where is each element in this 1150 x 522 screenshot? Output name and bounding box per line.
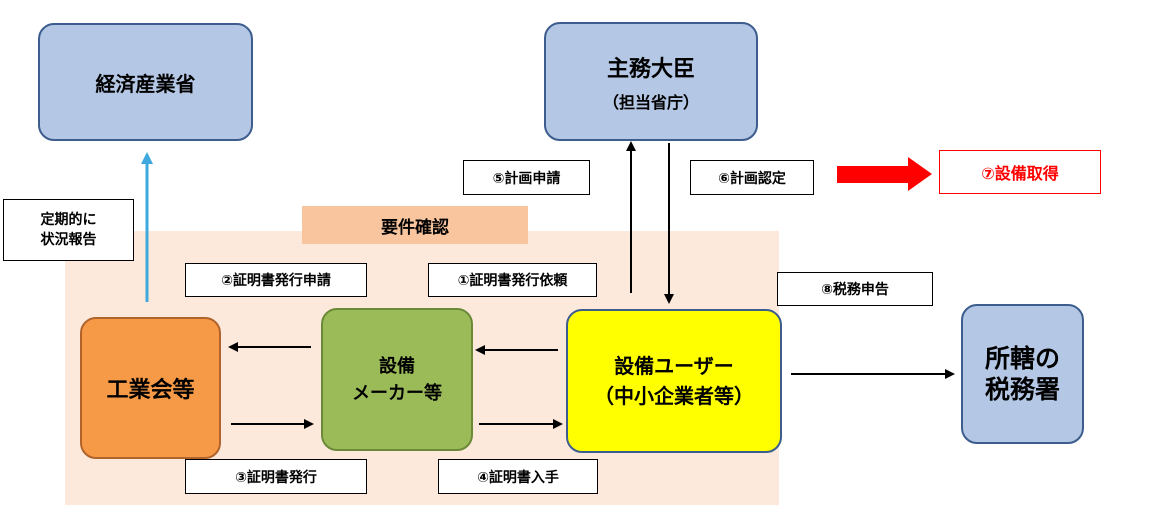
periodic-report-label: 定期的に 状況報告 [3, 199, 134, 261]
step4-certificate-obtain-label: ④証明書入手 [438, 459, 598, 494]
report-line2: 状況報告 [40, 232, 97, 248]
minister-title: 主務大臣 [606, 56, 695, 82]
step5-plan-application-label: ⑤計画申請 [463, 160, 590, 195]
user-line1: 設備ユーザー [614, 354, 734, 378]
tax-office-node: 所轄の 税務署 [961, 304, 1084, 444]
user-line2: （中小企業者等） [594, 384, 754, 408]
minister-subtitle: （担当省庁） [602, 92, 699, 112]
industry-association-node: 工業会等 [80, 317, 221, 459]
step1-certificate-request-label: ①証明書発行依頼 [428, 263, 597, 297]
acquisition-arrow [837, 157, 932, 191]
tax-office-line1: 所轄の [984, 343, 1060, 373]
tax-office-line2: 税務署 [984, 375, 1060, 404]
step3-certificate-issue-label: ③証明書発行 [185, 459, 367, 494]
maker-line1: 設備 [379, 355, 415, 377]
minister-node: 主務大臣 （担当省庁） [544, 22, 758, 141]
maker-line2: メーカー等 [352, 382, 442, 404]
meti-node: 経済産業省 [38, 23, 253, 141]
step2-certificate-application-label: ②証明書発行申請 [185, 263, 367, 297]
step6-plan-approval-label: ⑥計画認定 [690, 160, 814, 195]
step8-tax-return-label: ⑧税務申告 [777, 272, 933, 306]
equipment-maker-node: 設備 メーカー等 [321, 308, 473, 451]
equipment-user-node: 設備ユーザー （中小企業者等） [566, 309, 782, 453]
requirement-check-label: 要件確認 [302, 206, 528, 244]
step7-equipment-acquisition-label: ⑦設備取得 [939, 150, 1101, 194]
report-line1: 定期的に [40, 211, 97, 228]
